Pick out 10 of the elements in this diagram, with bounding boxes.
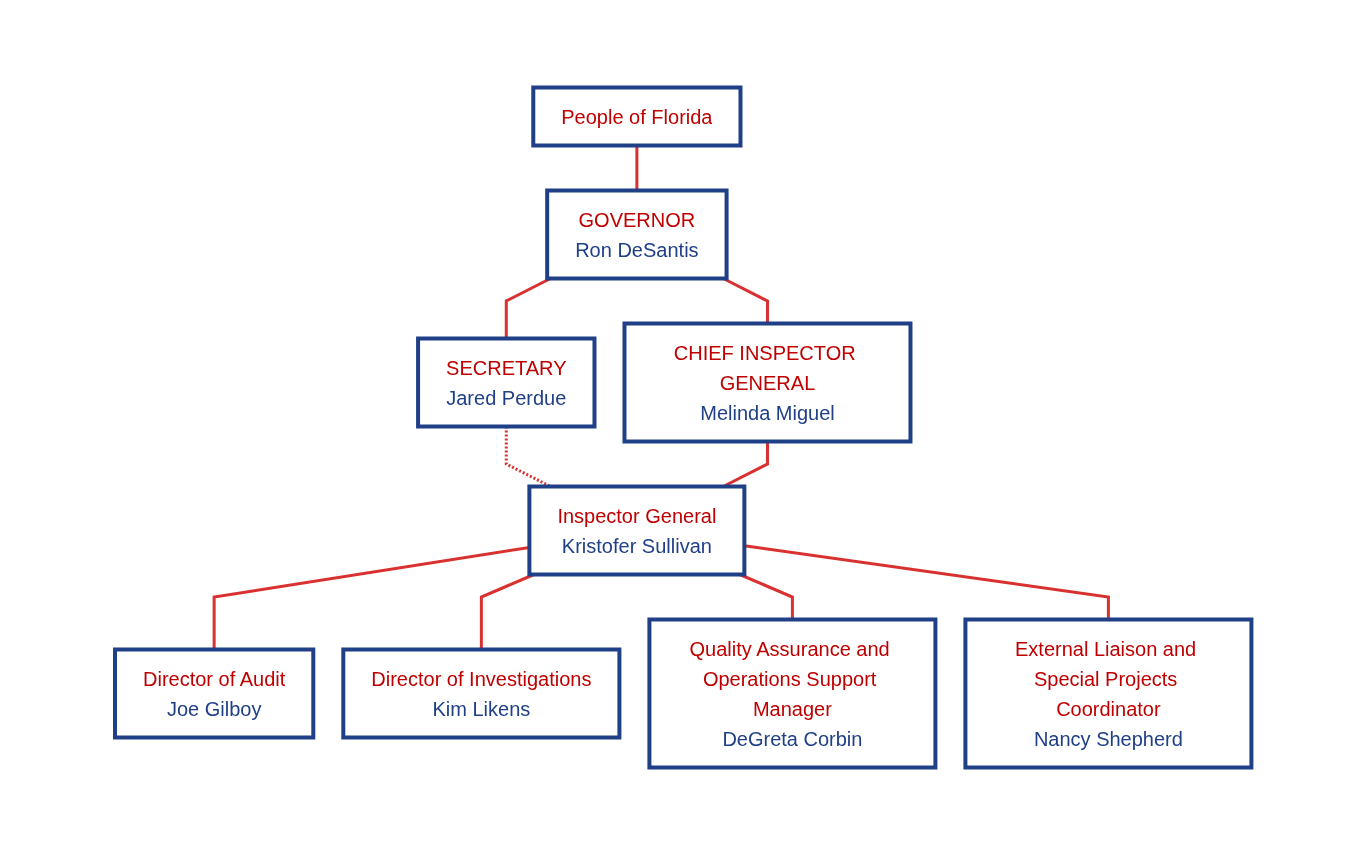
node-box: SECRETARY Jared Perdue <box>415 336 597 429</box>
node-box: Director of Audit Joe Gilboy <box>112 647 316 740</box>
node-box: Director of Investigations Kim Likens <box>341 647 622 740</box>
node-box: Quality Assurance and Operations Support Manager DeGreta Corbin <box>647 617 938 770</box>
connector <box>635 145 639 191</box>
node-box: External Liaison and Special Projects Coordinator Nancy Shepherd <box>963 617 1254 770</box>
node-box: GOVERNOR Ron DeSantis <box>544 188 729 281</box>
node-box: Inspector General Kristofer Sullivan <box>527 484 747 577</box>
node-box: People of Florida <box>531 85 743 148</box>
node-box: CHIEF INSPECTOR GENERAL Melinda Miguel <box>622 321 913 444</box>
